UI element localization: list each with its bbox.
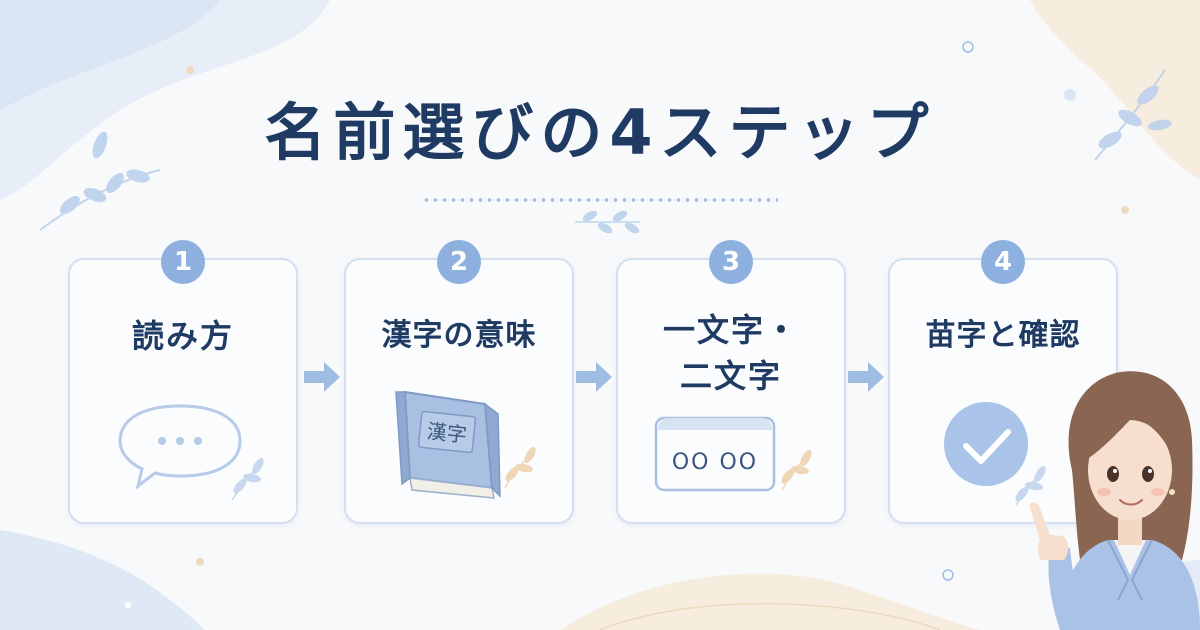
- name-card-icon: OO OO: [654, 416, 776, 492]
- step-label-4: 苗字と確認: [925, 318, 1081, 353]
- book-title-text: 漢字: [426, 419, 468, 447]
- step-number-3: 3: [709, 240, 753, 284]
- name-card-text: OO OO: [672, 450, 758, 475]
- step-number-4: 4: [981, 240, 1025, 284]
- check-circle-icon: [944, 402, 1028, 486]
- step-label-3a: 一文字・: [662, 311, 799, 349]
- title-underline-dots: [422, 196, 778, 204]
- guide-woman-illustration: [1029, 371, 1200, 630]
- leaf-sprig-icon: [1015, 465, 1046, 506]
- step-label-2: 漢字の意味: [381, 318, 537, 353]
- step-label-1: 読み方: [131, 317, 234, 355]
- leaf-sprig-icon: [504, 446, 536, 489]
- arrow-right-icon: [304, 362, 340, 392]
- page-title: 名前選びの4ステップ: [264, 96, 936, 169]
- step-number-1: 1: [161, 240, 205, 284]
- speech-bubble-icon: [118, 404, 242, 490]
- arrow-right-icon: [848, 362, 884, 392]
- step-number-2: 2: [437, 240, 481, 284]
- leaf-sprig-icon: [231, 457, 264, 501]
- arrow-right-icon: [576, 362, 612, 392]
- leaf-sprig-icon: [781, 449, 812, 491]
- step-label-3b: 二文字: [679, 357, 782, 395]
- book-icon: 漢字: [395, 390, 501, 499]
